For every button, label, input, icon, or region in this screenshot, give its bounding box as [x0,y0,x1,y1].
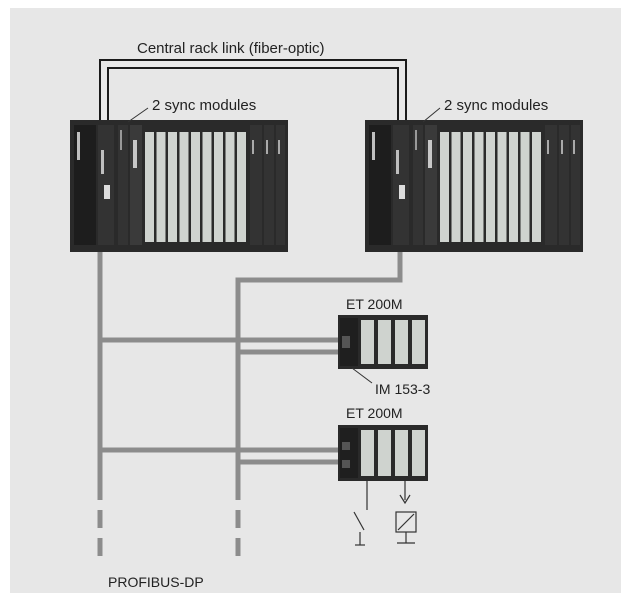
et200m-label-1: ET 200M [346,296,403,312]
io-module-slot [474,132,484,242]
io-module-slot [497,132,507,242]
io-module-slot [202,132,212,242]
io-module-slot [451,132,461,242]
fiber-optic-link [99,59,407,120]
io-module-slot [509,132,518,242]
io-modules [145,132,246,242]
actuator-symbol [395,481,417,544]
left-rack [70,120,288,252]
io-module-slot [225,132,235,242]
io-modules [440,132,541,242]
top-link-label: Central rack link (fiber-optic) [137,40,325,57]
profibus-label: PROFIBUS-DP [108,574,204,590]
left-sync-leader [127,107,149,123]
profibus-lines [97,252,403,500]
io-module-slot [179,132,189,242]
profibus-dashed-ends [97,510,241,556]
io-module-slot [237,132,246,242]
im153-label: IM 153-3 [375,381,430,397]
io-module-slot [168,132,177,242]
et200m-label-2: ET 200M [346,405,403,421]
im-leader [351,367,373,384]
io-module-slot [463,132,472,242]
diagram-background [10,8,621,593]
switch-symbol [353,481,368,546]
io-module-slot [214,132,223,242]
io-module-slot [145,132,154,242]
right-sync-label: 2 sync modules [444,97,548,114]
io-module-slot [156,132,166,242]
right-rack [365,120,583,252]
left-sync-label: 2 sync modules [152,97,256,114]
io-module-slot [191,132,200,242]
io-module-slot [440,132,449,242]
et200m-station-2 [338,425,428,481]
io-module-slot [532,132,541,242]
io-module-slot [520,132,530,242]
io-module-slot [486,132,495,242]
et200m-station-1 [338,315,428,369]
right-sync-leader [422,107,441,123]
